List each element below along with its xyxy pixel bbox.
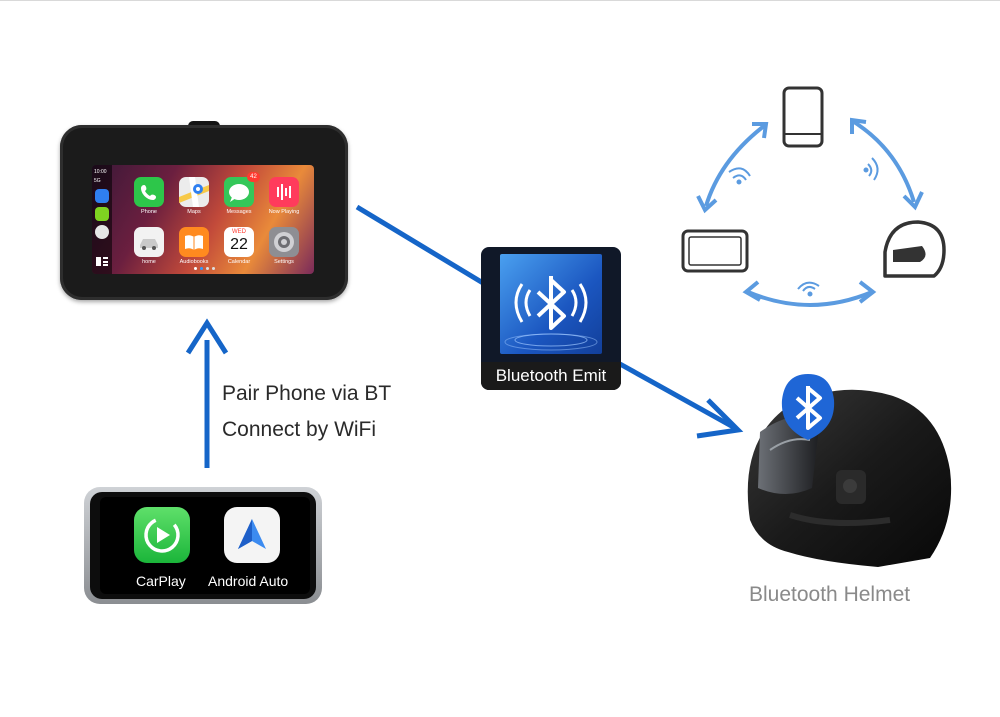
arrowhead [742,280,761,302]
bluetooth-emit-icon [500,254,602,354]
arrow-device-to-bt [355,204,485,286]
arrow-phone-display [704,124,766,207]
page-dot [194,267,197,270]
arrowhead-helmet [696,398,744,439]
top-divider [0,0,1000,1]
status-time: 10:00 [94,169,107,175]
app-label-calendar: Calendar [227,259,251,265]
audiobooks-app-icon[interactable] [179,227,209,257]
now-playing-app-icon[interactable] [269,177,299,207]
arrowhead [858,280,877,304]
connect-wifi-text: Connect by WiFi [222,418,377,441]
app-label-phone: Phone [141,209,157,215]
arrow-phone-helmet [852,120,916,203]
settings-app-icon[interactable] [269,227,299,257]
maps-app-icon[interactable] [179,177,209,207]
page-dot [206,267,209,270]
app-label-audiobooks: Audiobooks [179,259,209,265]
bluetooth-emit-label: Bluetooth Emit [481,362,621,390]
grid-menu-icon [96,257,108,266]
calendar-weekday: WED [232,229,246,235]
car-display-screen: 10:00 5G Phone Maps 42 Messages Now P [92,165,314,274]
cycle-arrows [696,117,924,307]
helmet-outline-icon [883,220,946,278]
home-app-icon[interactable] [134,227,164,257]
pair-phone-text: Pair Phone via BT [222,382,392,405]
status-signal: 5G [94,178,101,184]
arrow-display-helmet [747,290,873,307]
app-label-messages: Messages [226,209,252,215]
display-outline-icon [681,229,749,273]
phone-app-icon[interactable] [134,177,164,207]
app-label-now-playing: Now Playing [268,209,300,215]
arrow-bt-to-helmet [618,361,737,431]
wireless-signal-icons [728,157,879,297]
page-dot [200,267,203,270]
calendar-app-icon[interactable]: WED 22 [224,227,254,257]
phone-outline-icon [782,86,824,148]
helmet-body [747,389,952,567]
carplay-icon[interactable] [134,507,190,563]
arrowhead-up [185,318,229,355]
app-label-settings: Settings [274,259,294,265]
messages-app-icon[interactable] [224,177,254,207]
arrowhead [850,117,867,134]
app-label-home: home [142,259,156,265]
mini-app-icon [95,207,109,221]
carplay-label: CarPlay [136,573,186,589]
device-status-bar: 10:00 5G [92,165,112,274]
bluetooth-helmet-caption: Bluetooth Helmet [749,583,911,606]
arrowhead [696,195,718,214]
app-label-maps: Maps [187,209,201,215]
android-auto-icon[interactable] [224,507,280,563]
mini-settings-icon [95,225,109,239]
bluetooth-icon [781,374,835,440]
arrowhead [752,122,769,139]
messages-badge: 42 [247,172,260,182]
arrowhead [902,191,924,211]
page-dot [212,267,215,270]
android-auto-label: Android Auto [208,573,289,589]
calendar-day: 22 [230,236,248,253]
mini-maps-icon [95,189,109,203]
